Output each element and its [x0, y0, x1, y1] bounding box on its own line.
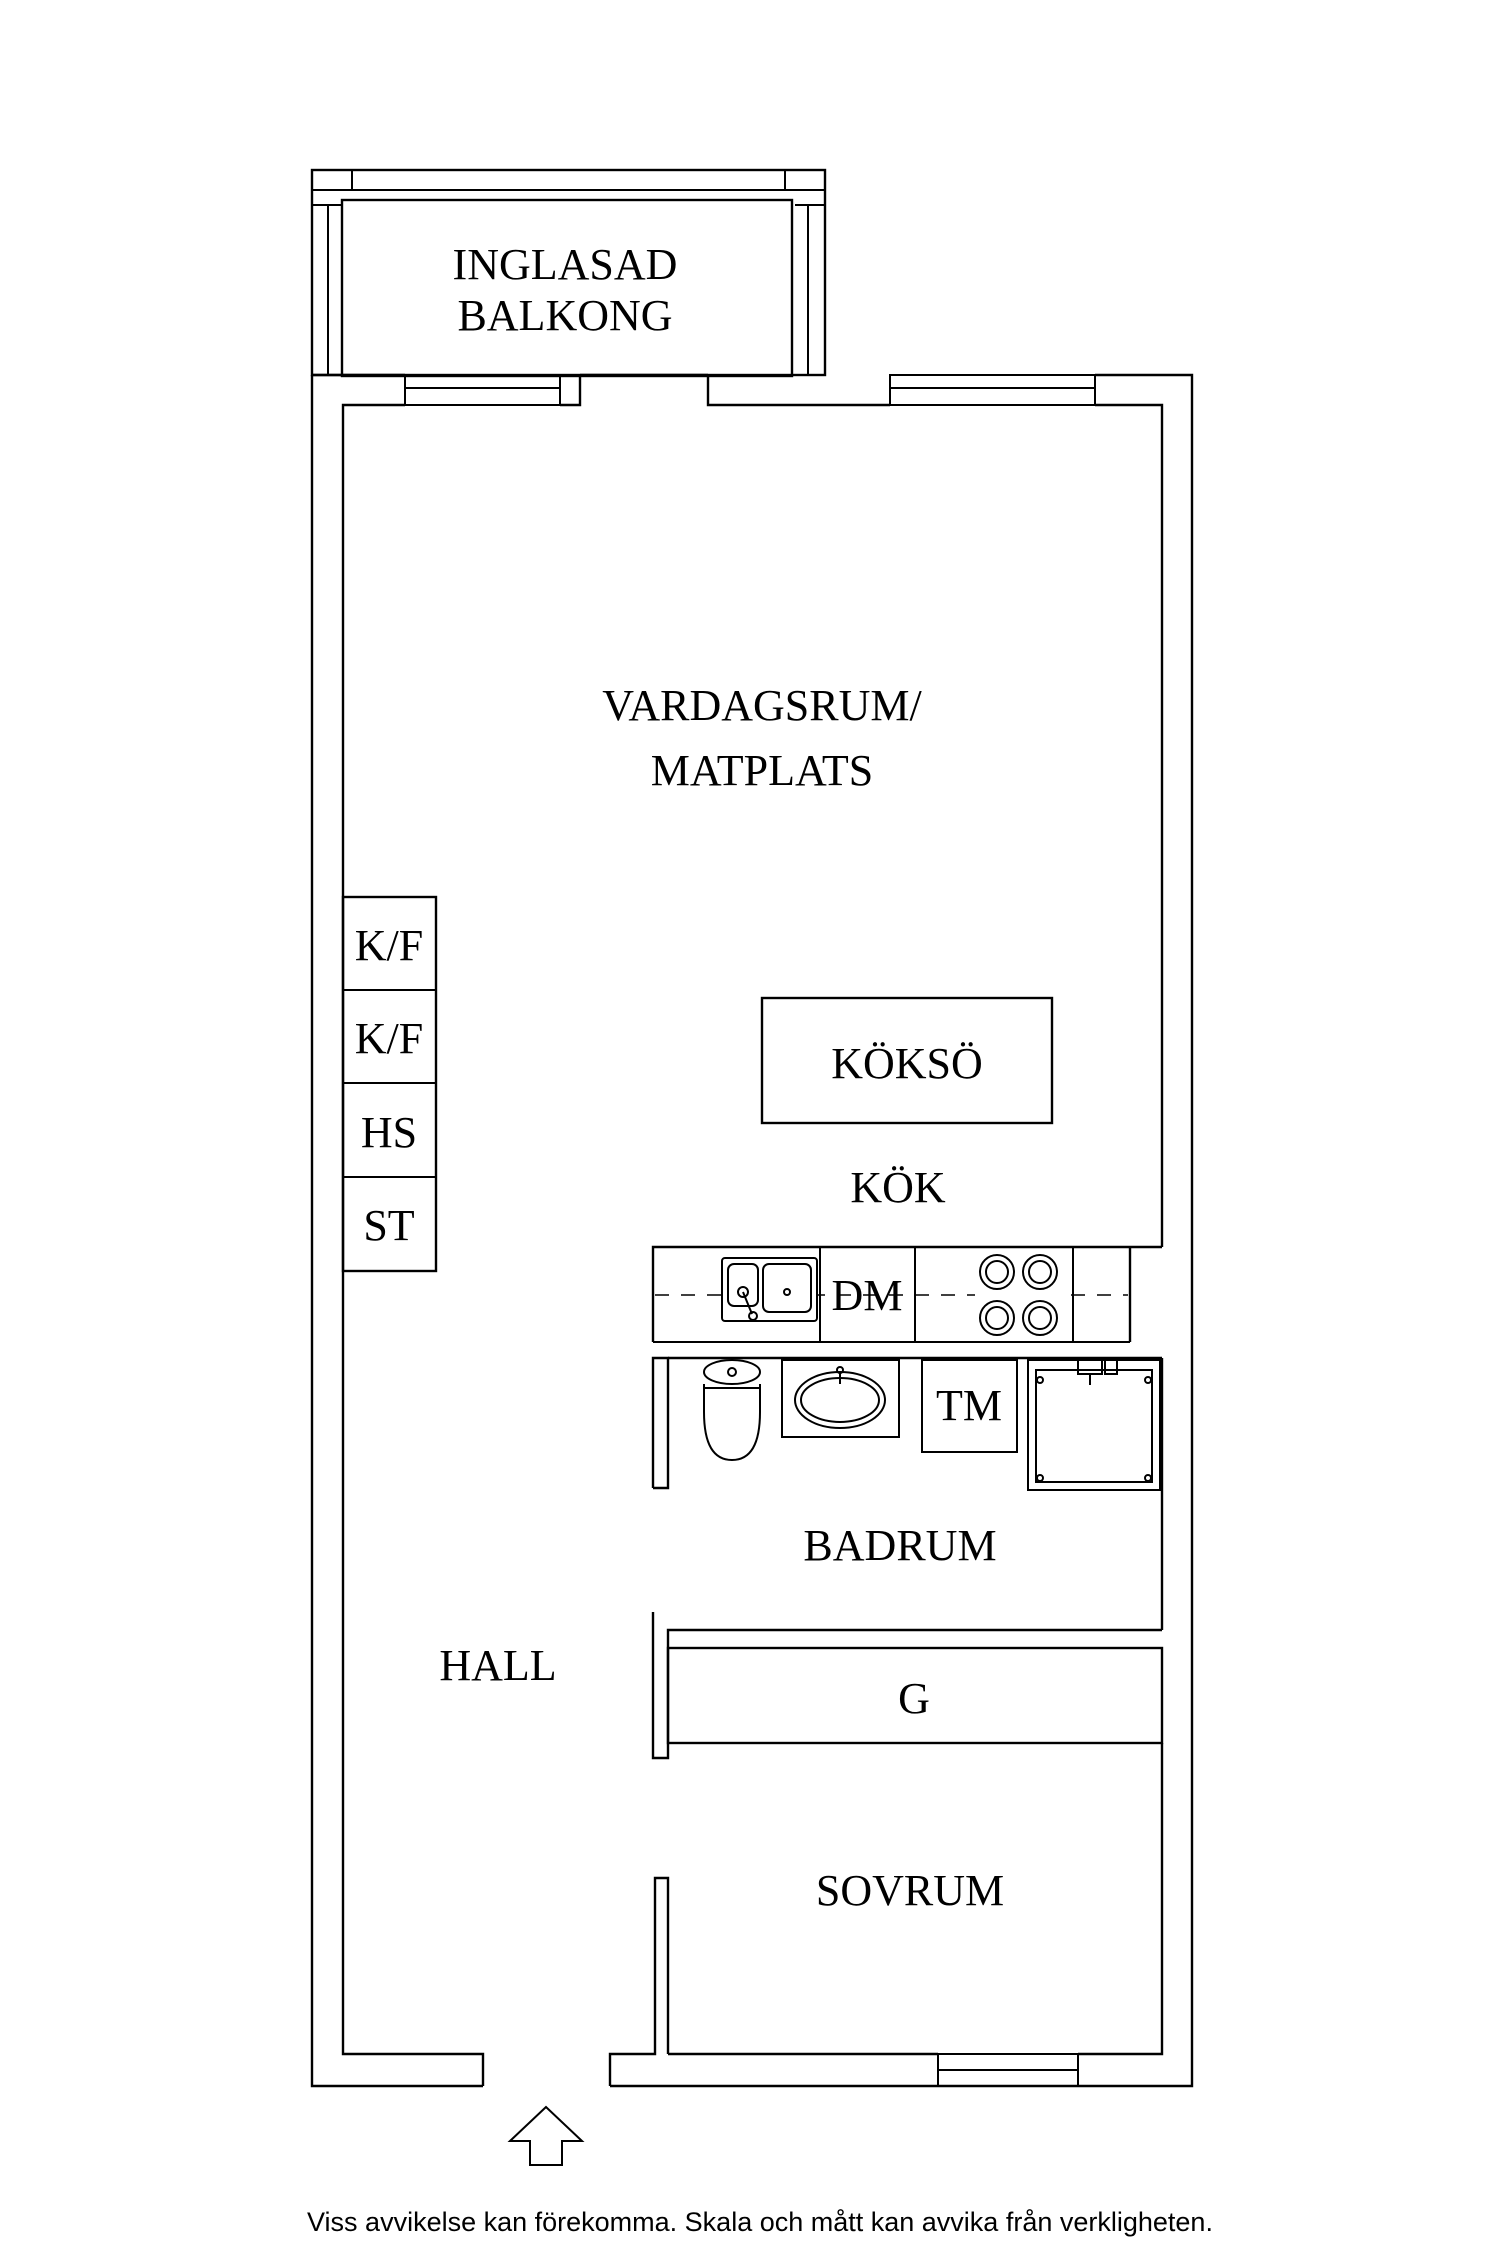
balcony-label-line2: BALKONG [457, 291, 672, 340]
kitchen-label: KÖK [850, 1163, 946, 1212]
outer-walls [310, 373, 1194, 2088]
hall-label: HALL [439, 1641, 556, 1690]
living-room-label-line1: VARDAGSRUM/ [602, 681, 922, 730]
closet-label-4: ST [363, 1201, 414, 1250]
stove-icon [975, 1252, 1065, 1337]
balcony: INGLASAD BALKONG [310, 168, 827, 378]
dryer-label: TM [936, 1381, 1002, 1430]
storage-label: G [898, 1674, 930, 1723]
bathroom: TM BADRUM [651, 1356, 1164, 1760]
balcony-label-line1: INGLASAD [453, 240, 678, 289]
bathroom-label: BADRUM [803, 1521, 996, 1570]
dishwasher-label: DM [832, 1271, 903, 1320]
toilet-icon [703, 1359, 761, 1462]
kitchen-sink-icon [721, 1257, 818, 1322]
closet-label-1: K/F [355, 921, 423, 970]
kitchen-counter: DM [651, 1245, 1162, 1343]
entrance-arrow-icon [507, 2105, 585, 2166]
closet-label-3: HS [361, 1108, 417, 1157]
kitchen-island: KÖKSÖ [760, 996, 1054, 1125]
closet-label-2: K/F [355, 1014, 423, 1063]
island-label: KÖKSÖ [831, 1039, 983, 1088]
closet-column: K/F K/F HS ST [341, 895, 438, 1273]
storage: G [666, 1646, 1164, 1745]
disclaimer-text: Viss avvikelse kan förekomma. Skala och … [307, 2207, 1213, 2237]
shower-icon [1027, 1359, 1161, 1491]
bedroom-label: SOVRUM [816, 1866, 1004, 1915]
wash-basin-icon [781, 1359, 900, 1438]
dryer-box [921, 1359, 1018, 1453]
living-room-label-line2: MATPLATS [651, 746, 874, 795]
